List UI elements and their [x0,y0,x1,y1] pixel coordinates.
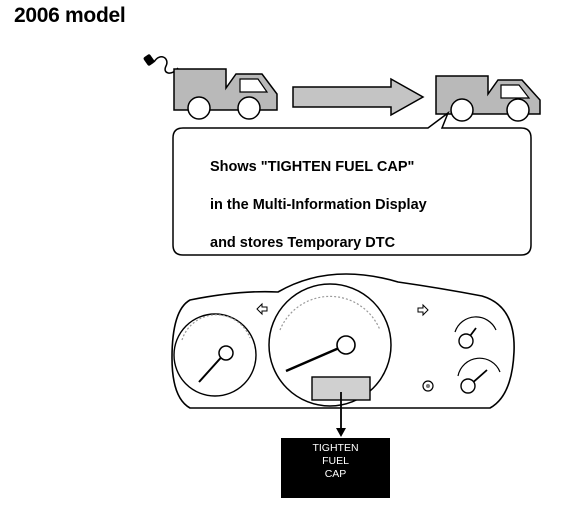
callout-line: in the Multi-Information Display [210,197,427,213]
callout-bubble [172,110,532,256]
callout-line: and stores Temporary DTC [210,235,396,251]
temperature-gauge [457,357,501,394]
page-title: 2006 model [14,4,126,27]
display-message-box: TIGHTEN FUEL CAP [281,438,390,498]
callout-text: Shows "TIGHTEN FUEL CAP" in the Multi-In… [210,148,500,262]
vehicle-left-icon [173,68,278,120]
callout-line: Shows "TIGHTEN FUEL CAP" [210,159,415,175]
fuel-gauge [454,316,497,349]
left-gauge [173,313,257,397]
leader-arrow [336,392,346,437]
progress-arrow [292,77,425,117]
fuel-cap-icon [143,54,179,74]
display-line: TIGHTEN [312,442,359,454]
speedometer [268,283,392,407]
turn-signal-left-icon [256,302,268,316]
display-line: FUEL [322,455,349,467]
turn-signal-right-icon [417,303,429,317]
display-line: CAP [324,468,347,480]
vehicle-right-icon [435,75,541,122]
instrument-cluster [171,273,515,409]
